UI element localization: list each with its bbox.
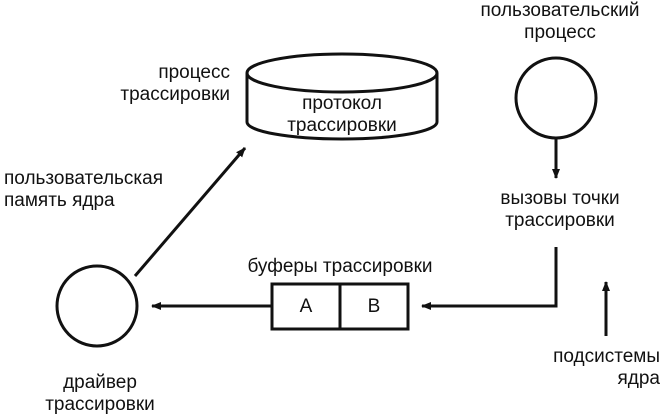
tracing-process-label: процесс трассировки [80, 62, 230, 106]
trace-point-calls-label-line1: вызовы точки [500, 188, 620, 209]
trace-driver-label-line1: драйвер [63, 372, 137, 393]
trace-log-label: протокол трассировки [262, 93, 422, 137]
user-process-circle [514, 56, 598, 140]
kernel-subsystems-label-line2: ядра [617, 368, 660, 389]
kernel-user-memory-label-line2: память ядра [4, 190, 115, 211]
trace-log-cylinder [245, 52, 439, 141]
kernel-subsystems-label: подсистемы ядра [500, 346, 660, 390]
kernel-subsystems-label-line1: подсистемы [553, 346, 660, 367]
trace-driver-label: драйвер трассировки [20, 372, 180, 416]
kernel-user-memory-label: пользовательская память ядра [4, 168, 194, 212]
user-process-label: пользовательский процесс [460, 0, 660, 44]
kernel-user-memory-label-line1: пользовательская [4, 168, 164, 189]
user-process-label-line1: пользовательский [480, 0, 640, 21]
trace-log-label-line1: протокол [302, 93, 382, 114]
buffer-cell-b: B [367, 296, 381, 317]
trace-point-calls-label: вызовы точки трассировки [470, 188, 650, 232]
trace-driver-circle [55, 264, 139, 348]
arrow-driver-to-trace-log [133, 147, 247, 277]
trace-driver-label-line2: трассировки [45, 394, 155, 415]
arrow-calls-to-buffers [421, 247, 558, 310]
buffer-cell-a: A [299, 296, 313, 317]
trace-buffers-label: буферы трассировки [247, 256, 433, 277]
trace-log-label-line2: трассировки [287, 115, 397, 136]
tracing-process-label-line2: трассировки [120, 84, 230, 105]
tracing-process-label-line1: процесс [158, 62, 230, 83]
user-process-label-line2: процесс [524, 22, 596, 43]
trace-point-calls-label-line2: трассировки [505, 210, 615, 231]
